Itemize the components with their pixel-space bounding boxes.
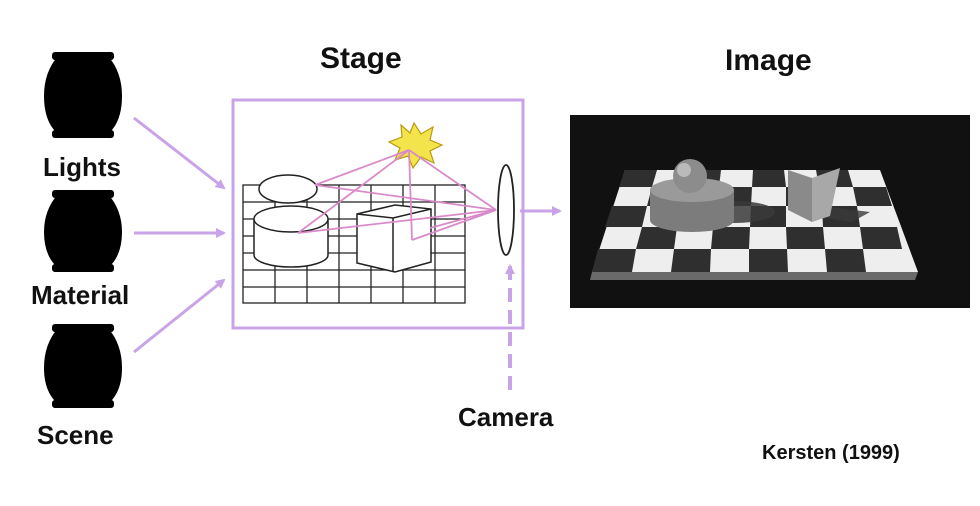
rendered-image xyxy=(570,115,970,308)
stage-cylinder xyxy=(253,174,329,268)
stage-title: Stage xyxy=(320,42,402,75)
lights-jar-icon xyxy=(44,52,122,138)
lights-arrow xyxy=(133,116,226,190)
scene-label: Scene xyxy=(37,420,114,450)
camera-label: Camera xyxy=(458,402,554,432)
camera-lens-icon xyxy=(497,164,515,256)
credit-text: Kersten (1999) xyxy=(762,442,900,464)
stage-box-object xyxy=(356,204,432,273)
scene-jar-icon xyxy=(44,324,122,408)
lights-label: Lights xyxy=(43,152,121,182)
image-title: Image xyxy=(725,44,812,77)
scene-arrow xyxy=(133,278,226,354)
input-arrows xyxy=(133,116,226,354)
light-star-icon xyxy=(387,121,444,170)
material-label: Material xyxy=(31,280,130,310)
material-jar-icon xyxy=(44,190,122,272)
light-rays xyxy=(297,149,497,241)
